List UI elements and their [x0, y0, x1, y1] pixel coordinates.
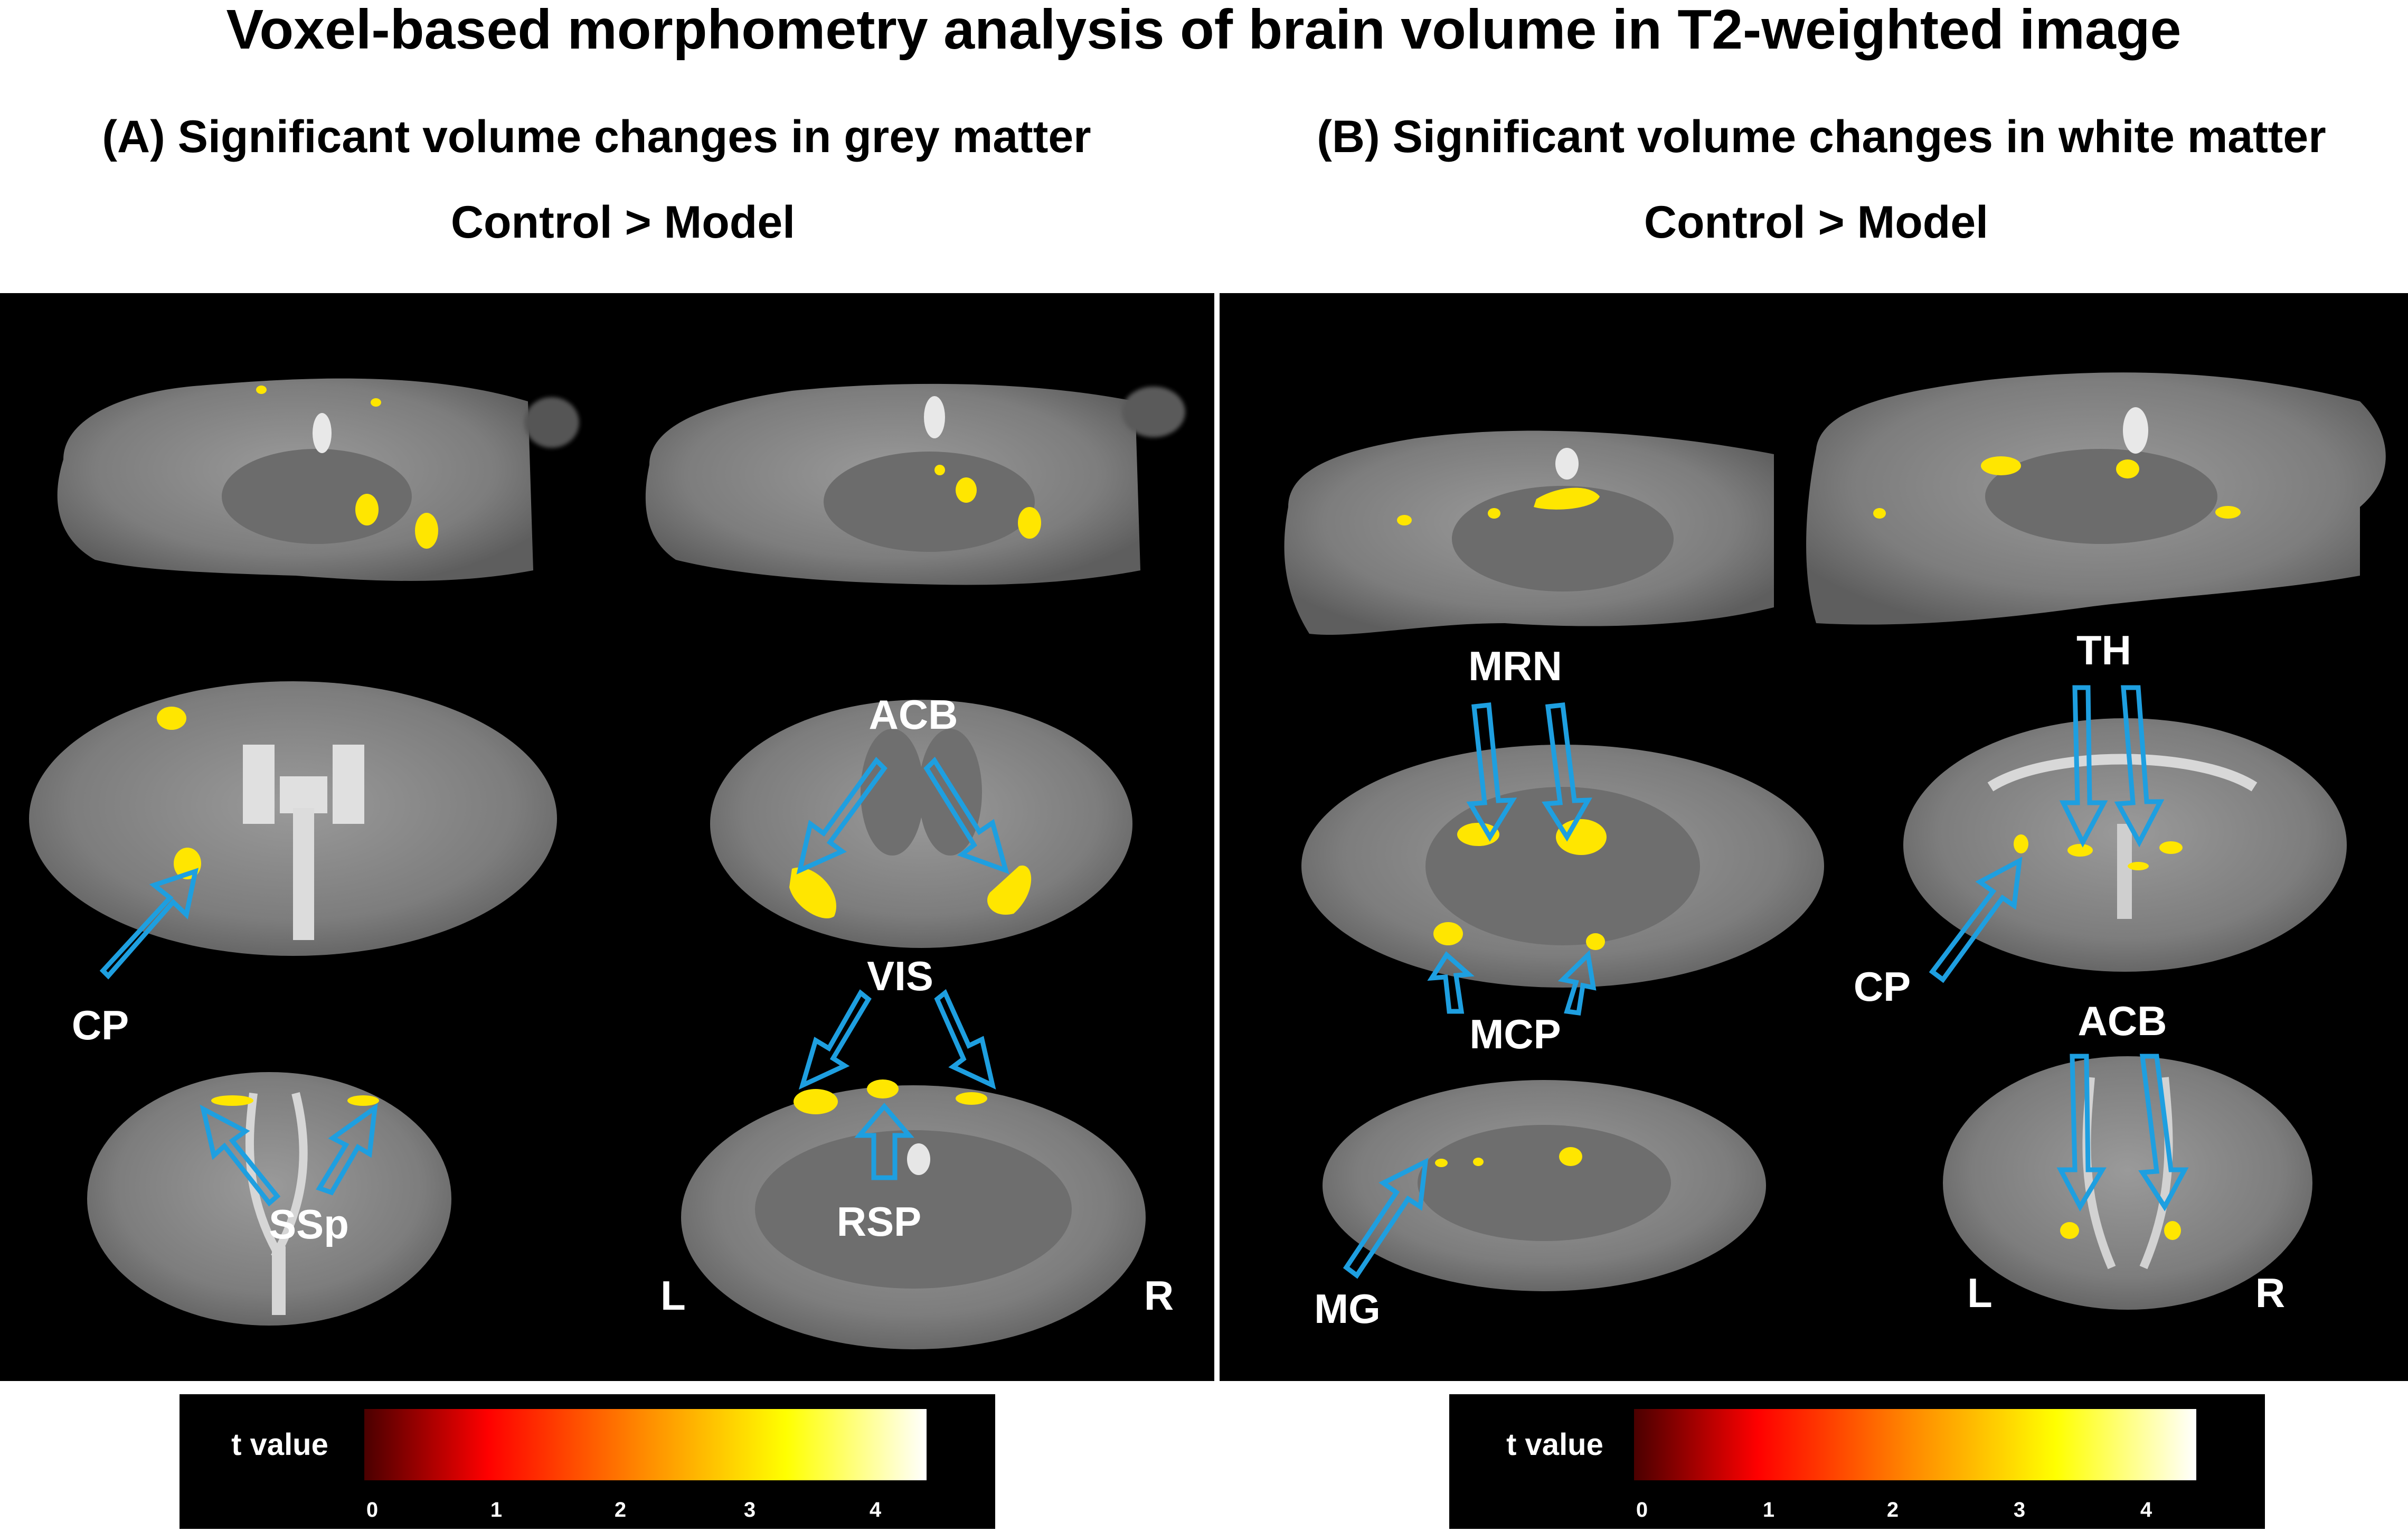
- colorbar-b-gradient: [1634, 1409, 2196, 1480]
- colorbar-b-tick-2: 2: [1887, 1498, 1899, 1521]
- label-r-a: R: [1144, 1272, 1174, 1319]
- arrow-icon: [1343, 685, 2189, 1279]
- panel-b-coronal-3: [1323, 1080, 1766, 1291]
- colorbar-a-tick-1: 1: [490, 1498, 502, 1521]
- panel-a-clusters: [157, 386, 1041, 1114]
- colorbar-a-tick-3: 3: [744, 1498, 756, 1521]
- colorbar-a-label: t value: [231, 1427, 328, 1462]
- colorbar-a: t value 0 1 2 3 4: [180, 1394, 995, 1529]
- label-r-b: R: [2255, 1270, 2285, 1316]
- label-ssp: SSp: [269, 1201, 349, 1247]
- panel-a-contrast: Control > Model: [451, 197, 795, 248]
- label-mrn: MRN: [1468, 643, 1562, 689]
- panel-b-coronal-2: [1903, 718, 2347, 972]
- colorbar-a-tick-4: 4: [870, 1498, 882, 1521]
- panel-b-coronal-1: [1301, 745, 1824, 988]
- label-acb-b: ACB: [2078, 998, 2167, 1044]
- panel-a-coronal-1: [29, 681, 557, 956]
- colorbar-b: t value 0 1 2 3 4: [1449, 1394, 2265, 1529]
- panel-b-sagittal-left: [1284, 430, 1774, 635]
- colorbar-b-label: t value: [1506, 1427, 1603, 1462]
- colorbar-a-tick-0: 0: [366, 1498, 378, 1521]
- panel-b-sagittal-right: [1806, 372, 2386, 625]
- label-mcp: MCP: [1469, 1011, 1561, 1057]
- figure-title: Voxel-based morphometry analysis of brai…: [226, 0, 2181, 61]
- label-vis: VIS: [867, 953, 933, 999]
- panel-divider: [1214, 293, 1220, 1381]
- label-th: TH: [2076, 627, 2131, 673]
- label-rsp: RSP: [837, 1198, 921, 1245]
- colorbar-b-tick-0: 0: [1636, 1498, 1648, 1521]
- label-cp-a: CP: [72, 1002, 129, 1048]
- panel-a-sagittal-left: [57, 378, 579, 581]
- label-l-a: L: [660, 1272, 686, 1319]
- panel-b-clusters: [1397, 456, 2241, 1240]
- colorbar-b-tick-4: 4: [2140, 1498, 2152, 1521]
- label-mg: MG: [1314, 1285, 1381, 1332]
- panel-b-heading: (B) Significant volume changes in white …: [1317, 111, 2326, 162]
- panel-b-contrast: Control > Model: [1644, 197, 1988, 248]
- panel-a-coronal-3: [87, 1072, 451, 1326]
- panel-a-sagittal-right: [645, 383, 1185, 585]
- colorbar-b-tick-3: 3: [2014, 1498, 2025, 1521]
- colorbar-a-gradient: [364, 1409, 927, 1480]
- label-acb-a: ACB: [869, 691, 958, 738]
- arrow-icon: [99, 756, 1009, 1207]
- colorbar-b-tick-1: 1: [1763, 1498, 1774, 1521]
- panel-a-heading: (A) Significant volume changes in grey m…: [102, 111, 1091, 162]
- label-cp-b: CP: [1854, 963, 1911, 1010]
- panel-a-coronal-4: [681, 1085, 1146, 1349]
- label-l-b: L: [1967, 1270, 1992, 1316]
- colorbar-a-tick-2: 2: [615, 1498, 626, 1521]
